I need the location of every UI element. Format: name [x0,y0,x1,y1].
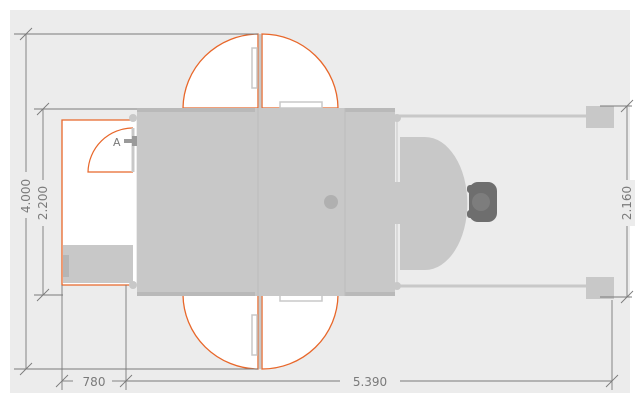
machine-body [137,108,395,296]
left-annex [61,114,137,289]
top-door-swing [182,33,339,110]
rail-end-bottom [586,277,614,299]
operator-console [395,137,468,270]
left-annex-unit [63,245,133,283]
marker-a-label: A [113,136,121,149]
dim-inner-height: 2.200 [36,186,50,220]
dimension-labels: 4.000 2.200 2.160 780 5.390 [18,172,635,389]
dim-right-height: 2.160 [620,186,634,220]
dim-overall-height: 4.000 [19,179,33,213]
rail-end-top [586,106,614,128]
dim-overall-width: 5.390 [353,375,387,389]
center-point [324,195,338,209]
dim-left-width: 780 [83,375,106,389]
operator-topview-icon [467,182,497,222]
bottom-door-swing [182,292,339,370]
marker-a: A [113,136,137,149]
